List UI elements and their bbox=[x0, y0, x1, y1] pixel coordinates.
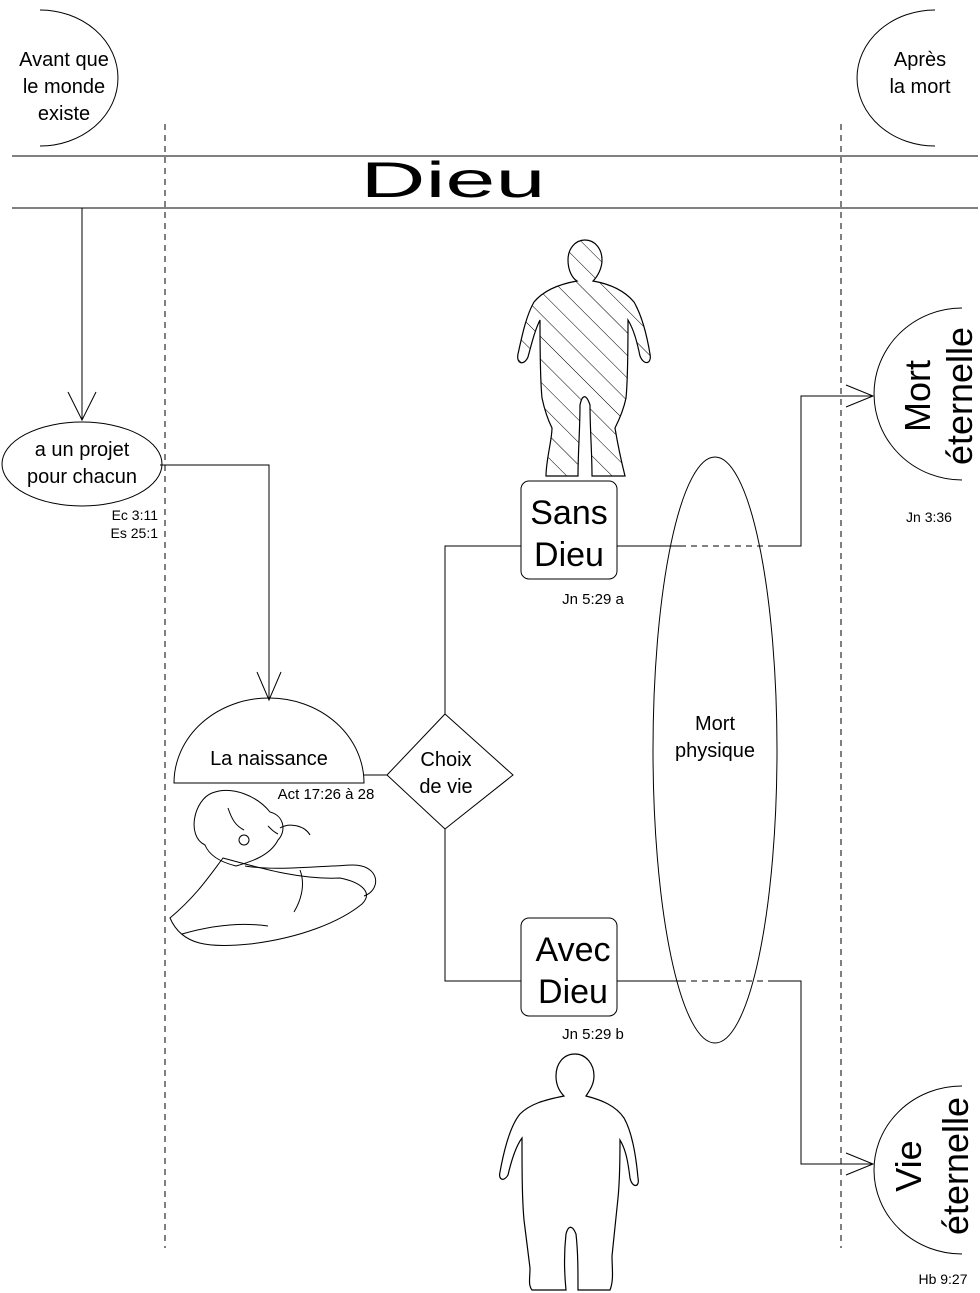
before-world-label-1: Avant que bbox=[19, 49, 109, 71]
after-death-halfellipse bbox=[856, 9, 936, 147]
without-god-label-1: Sans bbox=[530, 494, 608, 532]
god-to-plan-arrowhead bbox=[67, 391, 97, 422]
choice-diamond bbox=[386, 713, 514, 830]
plan-to-birth-connector bbox=[160, 464, 270, 700]
with-god-label-2: Dieu bbox=[538, 973, 608, 1011]
god-title: Dieu bbox=[361, 152, 546, 208]
without-god-ref: Jn 5:29 a bbox=[562, 591, 624, 608]
before-world-label-2: le monde bbox=[23, 76, 105, 98]
birth-halfcircle bbox=[173, 697, 365, 784]
eternal-death-label-2: éternelle bbox=[939, 327, 980, 465]
with-god-figure bbox=[499, 1053, 639, 1291]
physical-death-label-1: Mort bbox=[695, 713, 735, 735]
with-god-path-to-life bbox=[770, 980, 873, 1165]
eternal-life-ref: Hb 9:27 bbox=[918, 1271, 967, 1287]
without-god-label-2: Dieu bbox=[534, 536, 604, 574]
plan-to-birth-arrowhead bbox=[256, 671, 282, 702]
without-god-box bbox=[520, 480, 618, 580]
plan-label-1: a un projet bbox=[35, 439, 130, 461]
eternal-death-arrowhead bbox=[845, 384, 875, 408]
plan-ref-1: Ec 3:11 bbox=[112, 507, 159, 523]
without-god-figure bbox=[517, 239, 651, 477]
with-god-ref: Jn 5:29 b bbox=[562, 1026, 624, 1043]
eternal-death-label-1: Mort bbox=[897, 360, 938, 432]
before-world-label-3: existe bbox=[38, 103, 90, 125]
choice-to-without-god-connector bbox=[444, 545, 521, 714]
physical-death-ellipse bbox=[652, 456, 778, 1044]
eternal-death-ref: Jn 3:36 bbox=[906, 509, 952, 525]
choice-to-with-god-connector bbox=[444, 829, 521, 982]
without-god-path-to-death bbox=[770, 395, 873, 547]
eternal-life-label-1: Vie bbox=[888, 1140, 929, 1191]
after-death-label-2: la mort bbox=[889, 76, 951, 98]
choice-label-1: Choix bbox=[420, 749, 471, 771]
plan-ref-2: Es 25:1 bbox=[111, 525, 159, 541]
plan-ellipse bbox=[1, 421, 163, 507]
eternal-life-label-2: éternelle bbox=[935, 1097, 976, 1235]
after-death-label-1: Après bbox=[894, 49, 946, 71]
plan-label-2: pour chacun bbox=[27, 466, 137, 488]
baby-illustration bbox=[169, 789, 377, 947]
eternal-death-halfcircle bbox=[873, 307, 963, 481]
with-god-box bbox=[520, 917, 618, 1017]
before-world-halfellipse bbox=[39, 9, 119, 147]
birth-ref: Act 17:26 à 28 bbox=[278, 786, 375, 803]
physical-death-label-2: physique bbox=[675, 740, 755, 762]
birth-label: La naissance bbox=[210, 748, 328, 770]
choice-label-2: de vie bbox=[419, 776, 472, 798]
eternal-life-halfcircle bbox=[873, 1085, 963, 1255]
with-god-label-1: Avec bbox=[536, 931, 611, 969]
eternal-life-arrowhead bbox=[845, 1152, 875, 1176]
